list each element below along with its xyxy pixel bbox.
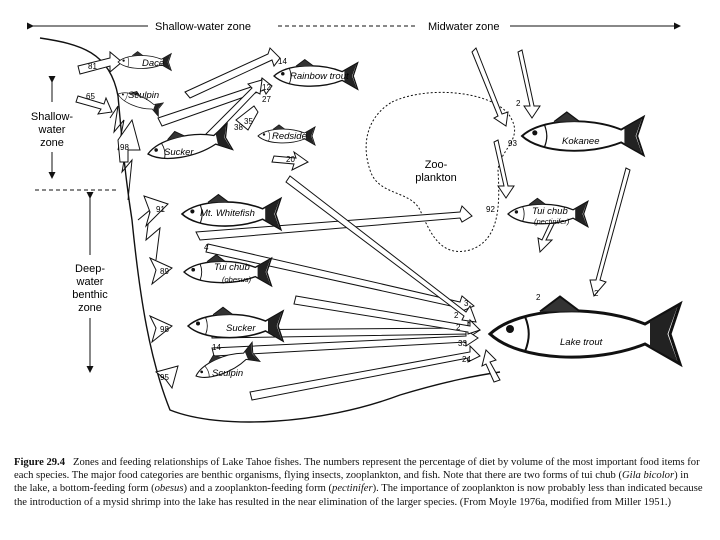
svg-text:Sucker: Sucker <box>164 147 194 158</box>
svg-text:4: 4 <box>204 243 209 252</box>
fish-redside: Redside <box>257 124 316 146</box>
svg-text:Kokanee: Kokanee <box>562 136 600 147</box>
zooplankton-label-1: Zoo- <box>425 159 448 171</box>
svg-text:Deep-: Deep- <box>75 263 105 275</box>
zooplankton-label-2: plankton <box>415 172 457 184</box>
fish-lake-trout: Lake trout <box>488 295 682 366</box>
svg-text:12: 12 <box>262 83 271 92</box>
percentage-labels: 81 65 98 91 89 98 95 93 92 2 14 12 27 35… <box>86 57 599 382</box>
svg-text:20: 20 <box>286 155 295 164</box>
svg-text:Sculpin: Sculpin <box>212 368 243 379</box>
svg-text:(obesus): (obesus) <box>222 275 252 284</box>
svg-text:14: 14 <box>278 57 287 66</box>
svg-text:38: 38 <box>234 123 243 132</box>
svg-text:benthic: benthic <box>72 289 108 301</box>
feeding-arrows <box>75 47 631 401</box>
svg-text:Rainbow trout: Rainbow trout <box>290 71 349 82</box>
svg-text:95: 95 <box>160 373 169 382</box>
side-zone-labels: Shallow- water zone Deep- water benthic … <box>31 76 118 373</box>
fish-kokanee: Kokanee <box>521 111 645 157</box>
midwater-zone-label: Midwater zone <box>428 21 500 33</box>
svg-text:Sucker: Sucker <box>226 323 256 334</box>
svg-text:65: 65 <box>86 92 95 101</box>
svg-text:24: 24 <box>462 355 471 364</box>
fish-sculpin-bottom: Sculpin <box>190 339 261 386</box>
svg-text:35: 35 <box>244 117 253 126</box>
caption-body-4: ). The importance of zooplankton is now … <box>14 483 703 508</box>
fish-sucker-bottom: Sucker <box>187 306 284 342</box>
svg-text:water: water <box>76 276 104 288</box>
svg-text:Lake trout: Lake trout <box>560 337 603 348</box>
fish-sucker-top: Sucker <box>143 119 234 168</box>
svg-text:Redside: Redside <box>272 131 307 142</box>
svg-text:Shallow-: Shallow- <box>31 111 74 123</box>
svg-text:Mt. Whitefish: Mt. Whitefish <box>200 208 255 219</box>
weed-plants <box>137 208 161 261</box>
svg-text:Dace: Dace <box>142 58 164 69</box>
svg-text:water: water <box>38 124 66 136</box>
caption-form-1: obesus <box>154 483 184 495</box>
caption-form-2: pectinifer <box>332 483 373 495</box>
caption-body-3: ) and a zooplankton-feeding form ( <box>183 483 333 495</box>
svg-text:Sculpin: Sculpin <box>128 90 159 101</box>
svg-text:14: 14 <box>212 343 221 352</box>
fish-dace: Dace <box>117 51 172 71</box>
caption-body-1: The major food categories are benthic or… <box>71 470 622 482</box>
shore-plants <box>109 105 133 201</box>
lake-basin-outline <box>39 37 501 423</box>
svg-text:2: 2 <box>456 323 461 332</box>
fish-tui-chub-obesus: Tui chub (obesus) <box>183 254 273 287</box>
svg-text:2: 2 <box>516 99 521 108</box>
svg-text:93: 93 <box>508 139 517 148</box>
svg-text:91: 91 <box>156 205 165 214</box>
caption-species: Gila bicolor <box>622 470 675 482</box>
figure-number: Figure 29.4 <box>14 457 66 468</box>
svg-text:Tui chub: Tui chub <box>214 262 250 273</box>
svg-text:2: 2 <box>594 289 599 298</box>
fish-sculpin-top: Sculpin <box>115 85 165 117</box>
svg-text:zone: zone <box>78 302 102 314</box>
zone-header: Shallow-water zone Midwater zone <box>27 21 681 33</box>
svg-text:98: 98 <box>120 143 129 152</box>
svg-text:2: 2 <box>536 293 541 302</box>
svg-text:Tui chub: Tui chub <box>532 206 568 217</box>
svg-text:89: 89 <box>160 267 169 276</box>
svg-text:zone: zone <box>40 137 64 149</box>
caption-body-2: ) in the lake, a bottom-feeding form ( <box>14 470 689 495</box>
svg-text:81: 81 <box>88 62 97 71</box>
fish-rainbow-trout: Rainbow trout <box>273 58 359 90</box>
caption-title: Zones and feeding relationships of Lake … <box>14 457 700 482</box>
shallow-zone-label: Shallow-water zone <box>155 21 251 33</box>
fish-whitefish: Mt. Whitefish <box>181 193 282 231</box>
svg-text:33: 33 <box>458 339 467 348</box>
svg-text:(pectinifer): (pectinifer) <box>534 217 570 226</box>
fish-tui-chub-pectinifer: Tui chub (pectinifer) <box>507 197 589 228</box>
svg-text:3: 3 <box>464 299 469 308</box>
svg-text:98: 98 <box>160 325 169 334</box>
figure-caption: Figure 29.4 Zones and feeding relationsh… <box>14 456 704 509</box>
svg-text:2: 2 <box>454 311 459 320</box>
svg-text:27: 27 <box>262 95 271 104</box>
zooplankton-cloud <box>365 91 515 252</box>
svg-text:92: 92 <box>486 205 495 214</box>
